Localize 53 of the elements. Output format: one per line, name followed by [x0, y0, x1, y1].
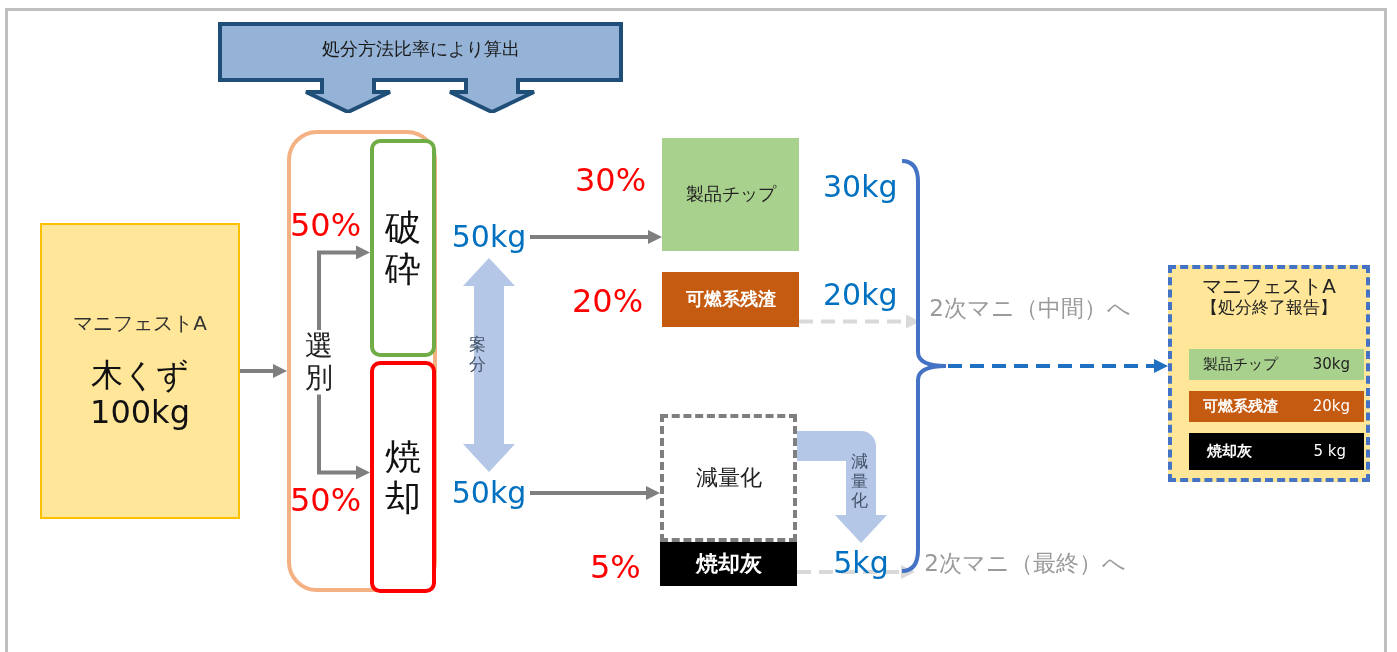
weight-label: 50kg — [451, 475, 527, 511]
block-arrow — [797, 431, 887, 543]
weight-label: 5 kg — [1313, 442, 1346, 461]
weight-label: 20kg — [823, 278, 898, 311]
group-label: 選別 — [305, 330, 333, 395]
product-label: 製品チップ — [1203, 355, 1278, 374]
product-label: 可燃系残渣 — [1203, 397, 1278, 416]
waste-amount: 木くず 100kg — [89, 356, 191, 431]
process-label: 減量化 — [695, 465, 762, 491]
block-arrow — [463, 258, 515, 472]
percentage-label: 50% — [290, 208, 362, 244]
arrow — [530, 230, 662, 244]
product-label: 焼却灰 — [695, 551, 762, 577]
percentage-label: 50% — [290, 483, 362, 519]
process-box — [660, 414, 797, 542]
callout-box — [218, 22, 623, 113]
arrow — [317, 394, 370, 480]
arrow — [530, 486, 660, 500]
report-card — [1168, 265, 1370, 482]
result-row — [1189, 391, 1364, 422]
weight-label: 20kg — [1312, 397, 1350, 416]
result-row — [1189, 349, 1364, 380]
weight-label: 50kg — [451, 219, 527, 255]
percentage-label: 5% — [590, 550, 641, 586]
process-label: 焼却 — [385, 435, 421, 519]
card-title: マニフェストA — [1202, 275, 1336, 298]
arrow — [240, 364, 287, 378]
percentage-label: 20% — [572, 284, 644, 320]
destination-label: 2次マニ（最終）へ — [924, 549, 1126, 577]
process-label: 破砕 — [385, 206, 421, 290]
process-box — [370, 361, 436, 593]
product-box — [660, 542, 797, 586]
weight-label: 5kg — [833, 545, 889, 581]
product-box — [662, 138, 799, 251]
weight-label: 30kg — [1312, 355, 1350, 374]
weight-label: 30kg — [823, 170, 898, 203]
card-title: マニフェストA — [73, 311, 207, 335]
product-label: 可燃系残渣 — [685, 289, 776, 310]
percentage-label: 30% — [575, 163, 647, 199]
card-subtitle: 【処分終了報告】 — [1201, 298, 1337, 318]
result-row — [1189, 433, 1364, 470]
sorting-group — [287, 130, 437, 592]
process-box — [370, 139, 436, 357]
edge-label: 減量化 — [851, 452, 868, 511]
destination-label: 2次マニ（中間）へ — [929, 294, 1131, 322]
product-label: 焼却灰 — [1207, 442, 1252, 461]
product-label: 製品チップ — [685, 184, 776, 205]
arrow — [948, 359, 1168, 373]
arrow — [317, 245, 370, 330]
product-box — [662, 272, 799, 327]
manifest-card — [40, 223, 240, 519]
arrow — [797, 564, 915, 579]
callout-text: 処分方法比率により算出 — [321, 39, 520, 60]
